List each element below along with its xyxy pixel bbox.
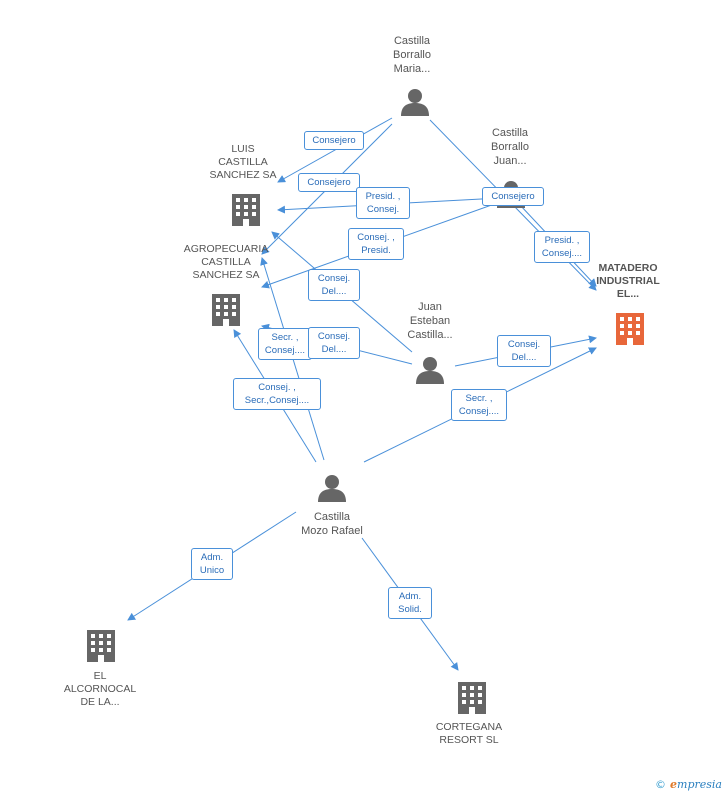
node-label-alcornocal[interactable]: EL ALCORNOCAL DE LA... [63,670,137,708]
node-label-cortegana[interactable]: CORTEGANA RESORT SL [435,721,503,746]
edge-label-consejero[interactable]: Consejero [304,131,364,150]
brand-name: mpresia [677,778,722,791]
edge-label-adm-solid[interactable]: Adm. Solid. [388,587,432,619]
building-icon[interactable] [616,313,644,345]
edge-label-consej-del[interactable]: Consej. Del.... [497,335,551,367]
person-icon[interactable] [318,475,346,502]
edge-label-consej-presid[interactable]: Consej. , Presid. [348,228,404,260]
building-icon[interactable] [232,194,260,226]
node-label-agropecuaria[interactable]: AGROPECUARIA CASTILLA SANCHEZ SA [183,243,269,281]
brand-initial: e [670,778,678,791]
edge-label-consej-del[interactable]: Consej. Del.... [308,269,360,301]
node-label-maria[interactable]: Castilla Borrallo Maria... [393,35,431,75]
edge-label-consejero[interactable]: Consejero [482,187,544,206]
edge-label-consej-del[interactable]: Consej. Del.... [308,327,360,359]
edge-label-secr-consej[interactable]: Secr. , Consej.... [258,328,312,360]
node-label-juan-borrallo[interactable]: Castilla Borrallo Juan... [491,127,529,167]
person-icon[interactable] [416,357,444,384]
person-icon[interactable] [401,89,429,116]
node-label-rafael[interactable]: Castilla Mozo Rafael [301,511,363,537]
edge-maria-luis [277,117,393,183]
building-icon[interactable] [458,682,486,714]
node-label-matadero[interactable]: MATADERO INDUSTRIAL EL... [596,262,660,300]
edge-label-presid-consej[interactable]: Presid. , Consej. [356,187,410,219]
building-icon[interactable] [212,294,240,326]
node-label-juan-esteban[interactable]: Juan Esteban Castilla... [407,301,453,341]
copyright-icon: © [655,778,667,791]
node-label-luis-castilla[interactable]: LUIS CASTILLA SANCHEZ SA [209,143,277,181]
edge-label-presid-consej[interactable]: Presid. , Consej.... [534,231,590,263]
edge-label-consej-secr[interactable]: Consej. , Secr.,Consej.... [233,378,321,410]
nodes [87,89,644,714]
edge-label-secr-consej[interactable]: Secr. , Consej.... [451,389,507,421]
edge-label-adm-unico[interactable]: Adm. Unico [191,548,233,580]
brand-footer: ©empresia [655,778,722,791]
edge-label-consejero[interactable]: Consejero [298,173,360,192]
building-icon[interactable] [87,630,115,662]
